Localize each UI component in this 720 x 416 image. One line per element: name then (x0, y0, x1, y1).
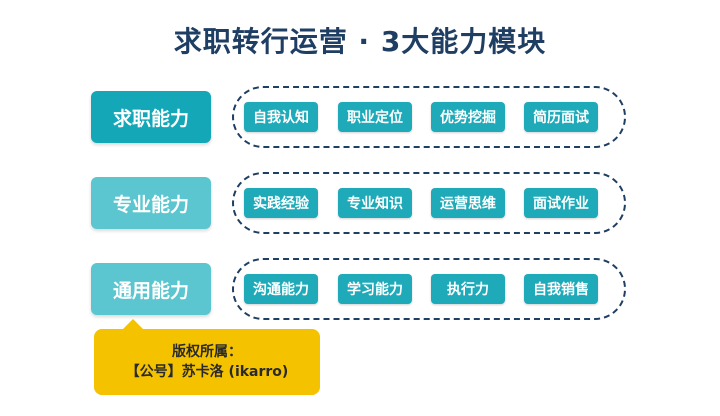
skill-chip: 自我认知 (244, 102, 318, 132)
module-category: 求职能力 (91, 91, 211, 143)
dashed-track (232, 258, 626, 320)
module-category: 通用能力 (91, 263, 211, 315)
module-category: 专业能力 (91, 177, 211, 229)
skill-chip: 专业知识 (338, 188, 412, 218)
dashed-track (232, 172, 626, 234)
skill-chip: 职业定位 (338, 102, 412, 132)
callout-pointer (122, 319, 144, 330)
skill-chip: 简历面试 (524, 102, 598, 132)
skill-chip: 自我销售 (524, 274, 598, 304)
module-row: 专业能力 实践经验专业知识运营思维面试作业 (0, 172, 720, 246)
copyright-line-1: 版权所属： (172, 344, 242, 360)
copyright-callout: 版权所属： 【公号】苏卡洛 (ikarro) (94, 329, 320, 395)
module-row: 通用能力 沟通能力学习能力执行力自我销售 (0, 258, 720, 332)
skill-chip: 运营思维 (431, 188, 505, 218)
dashed-track (232, 86, 626, 148)
skill-chip: 执行力 (431, 274, 505, 304)
skill-chip: 实践经验 (244, 188, 318, 218)
skill-chip: 学习能力 (338, 274, 412, 304)
page-title: 求职转行运营 · 3大能力模块 (173, 25, 547, 58)
skill-chip: 面试作业 (524, 188, 598, 218)
copyright-line-2: 【公号】苏卡洛 (ikarro) (125, 364, 289, 380)
module-row: 求职能力 自我认知职业定位优势挖掘简历面试 (0, 86, 720, 160)
skill-chip: 沟通能力 (244, 274, 318, 304)
skill-chip: 优势挖掘 (431, 102, 505, 132)
